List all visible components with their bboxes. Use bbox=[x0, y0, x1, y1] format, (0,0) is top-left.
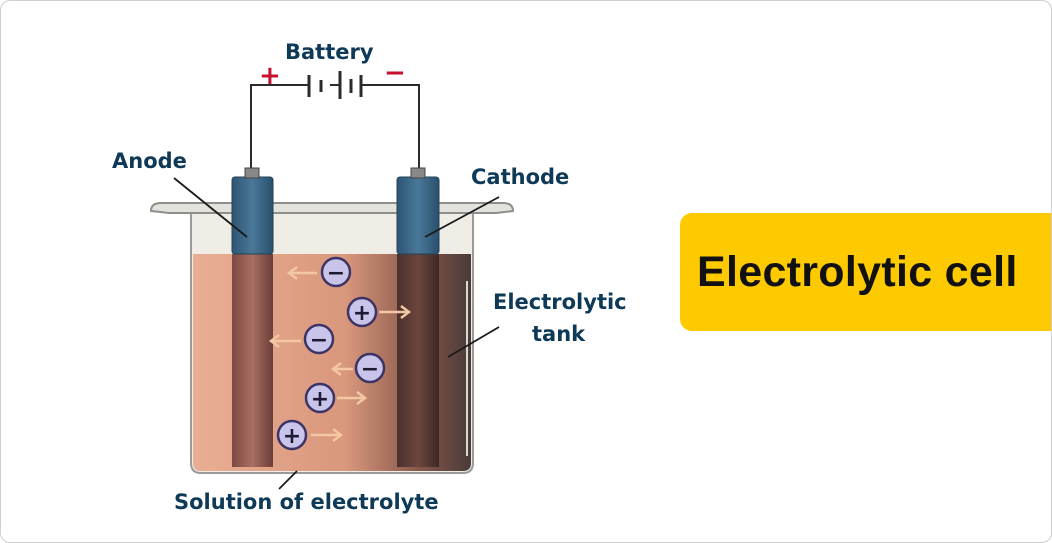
anode-label: Anode bbox=[112, 149, 187, 173]
page-title: Electrolytic cell bbox=[697, 247, 1018, 296]
ion-cation-1: + bbox=[346, 296, 412, 328]
battery-label: Battery bbox=[285, 40, 374, 64]
battery-symbol bbox=[307, 71, 363, 99]
cathode-leader-line bbox=[424, 196, 500, 238]
battery-plus-sign: + bbox=[259, 61, 281, 91]
tank-label-line2: tank bbox=[532, 322, 586, 346]
ion-anion-1: − bbox=[286, 256, 352, 288]
tank-label-line1: Electrolytic bbox=[493, 290, 627, 314]
solution-leader-line bbox=[278, 470, 298, 490]
ion-sign: − bbox=[327, 261, 345, 286]
ion-sign: + bbox=[311, 387, 329, 412]
ion-sign: − bbox=[310, 328, 328, 353]
ion-anion-2: − bbox=[268, 323, 335, 355]
circuit-wires bbox=[250, 84, 420, 169]
ion-sign: + bbox=[353, 301, 371, 326]
ion-cation-3: + bbox=[276, 419, 344, 451]
ion-cation-2: + bbox=[304, 382, 368, 414]
ion-anion-3: − bbox=[330, 352, 386, 384]
anode-leader-line bbox=[173, 177, 248, 238]
cathode-label: Cathode bbox=[471, 165, 569, 189]
ion-sign: + bbox=[283, 424, 301, 449]
cathode-electrode bbox=[396, 167, 440, 467]
ion-sign: − bbox=[361, 357, 379, 382]
tank-leader-line bbox=[447, 326, 500, 358]
battery-minus-sign: − bbox=[384, 58, 406, 88]
solution-label: Solution of electrolyte bbox=[174, 490, 439, 514]
title-badge: Electrolytic cell bbox=[680, 213, 1051, 331]
anode-electrode bbox=[231, 167, 274, 467]
